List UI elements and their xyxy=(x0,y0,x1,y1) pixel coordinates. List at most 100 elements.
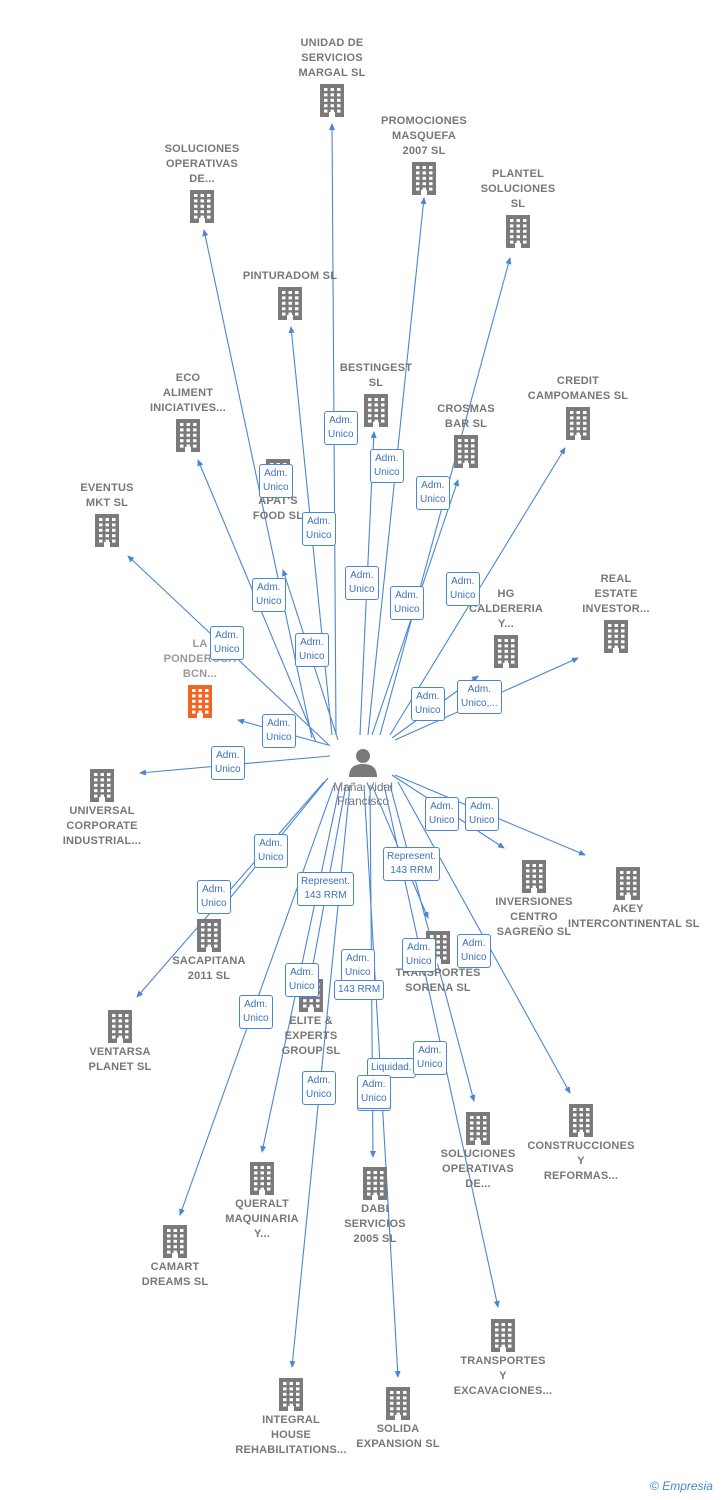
company-name-line: VENTARSA xyxy=(89,1046,151,1058)
relationship-label[interactable]: Adm.Unico,... xyxy=(457,680,502,714)
building-icon xyxy=(491,1319,515,1352)
company-name-line: PINTURADOM SL xyxy=(242,270,338,282)
company-name-line: REHABILITATIONS... xyxy=(235,1444,347,1456)
relationship-label[interactable]: Adm.Unico xyxy=(324,411,358,445)
relationship-label[interactable]: Adm.Unico xyxy=(390,586,424,620)
relationship-label-line: Adm. xyxy=(257,582,281,593)
relationship-label-line: Unico xyxy=(417,1059,443,1070)
relationship-label[interactable]: Liquidad. xyxy=(367,1058,416,1078)
relationship-label[interactable]: Adm.Unico xyxy=(254,834,288,868)
building-icon xyxy=(363,1167,387,1200)
relationship-label[interactable]: Adm.Unico xyxy=(411,687,445,721)
building-icon xyxy=(604,620,628,653)
relationship-label-line: Unico xyxy=(349,584,375,595)
relationship-label[interactable]: Adm.Unico xyxy=(197,880,231,914)
company-name-line: INTEGRAL xyxy=(262,1414,320,1426)
relationship-label[interactable]: Adm.Unico xyxy=(465,797,499,831)
relationship-label-line: 143 RRM xyxy=(304,890,347,901)
building-icon xyxy=(95,514,119,547)
company-name: PINTURADOM SL xyxy=(230,269,350,284)
company-name-line: INVERSIONES xyxy=(495,896,573,908)
company-name-line: TRANSPORTES xyxy=(460,1355,546,1367)
relationship-label[interactable]: Adm.Unico xyxy=(425,797,459,831)
relationship-label-line: Adm. xyxy=(462,938,486,949)
relationship-label-line: 143 RRM xyxy=(338,984,381,995)
person-node[interactable]: Maña Vidal Francisco xyxy=(308,744,418,808)
company-name-line: MAQUINARIA xyxy=(225,1213,299,1225)
relationship-label-line: Unico xyxy=(256,596,282,607)
relationship-label[interactable]: Adm.Unico xyxy=(302,1071,336,1105)
relationship-label[interactable]: Adm.Unico xyxy=(239,995,273,1029)
company-name-line: INICIATIVES... xyxy=(150,402,226,414)
company-name-line: REAL xyxy=(600,573,632,585)
relationship-label[interactable]: Adm.Unico xyxy=(357,1075,391,1109)
footer-brand[interactable]: © Empresia xyxy=(650,1479,713,1493)
relationship-label-line: Adm. xyxy=(416,691,440,702)
relationship-label-line: Unico xyxy=(361,1093,387,1104)
company-name-line: UNIDAD DE xyxy=(300,37,364,49)
relationship-label[interactable]: Adm.Unico xyxy=(345,566,379,600)
relationship-label-line: Unico xyxy=(374,467,400,478)
relationship-label[interactable]: Adm. Unico xyxy=(252,578,286,612)
relationship-label[interactable]: 143 RRM xyxy=(334,980,385,1000)
relationship-label[interactable]: Represent.143 RRM xyxy=(383,847,440,881)
relationship-label[interactable]: Adm.Unico xyxy=(370,449,404,483)
relationship-label-line: Unico xyxy=(299,651,325,662)
relationship-label[interactable]: Adm.Unico xyxy=(302,512,336,546)
relationship-label[interactable]: Represent.143 RRM xyxy=(297,872,354,906)
relationship-label[interactable]: Adm.Unico xyxy=(413,1041,447,1075)
relationship-label-line: Unico xyxy=(263,482,289,493)
relationship-label[interactable]: Adm.Unico xyxy=(457,934,491,968)
relationship-label[interactable]: Adm.Unico xyxy=(259,464,293,498)
relationship-label[interactable]: Adm.Unico xyxy=(210,626,244,660)
company-name-line: LA xyxy=(192,638,208,650)
company-node[interactable]: PINTURADOM SL xyxy=(230,269,350,322)
building-icon xyxy=(494,635,518,668)
company-name-line: Y xyxy=(577,1155,585,1167)
copyright-symbol: © xyxy=(650,1479,659,1493)
relationship-label-line: Liquidad. xyxy=(371,1062,412,1073)
relationship-label[interactable]: Adm.Unico xyxy=(402,938,436,972)
company-name-line: CONSTRUCCIONES xyxy=(527,1140,635,1152)
company-name-line: EXPERTS xyxy=(284,1030,338,1042)
relationship-label[interactable]: Adm.Unico xyxy=(446,572,480,606)
building-icon xyxy=(566,407,590,440)
company-name-line: EVENTUS xyxy=(80,482,134,494)
relationship-label[interactable]: Adm.Unico xyxy=(285,963,319,997)
relationship-label[interactable]: Adm.Unico xyxy=(416,476,450,510)
company-name-line: GROUP SL xyxy=(281,1045,341,1057)
relationship-label[interactable]: Adm.Unico xyxy=(211,746,245,780)
relationship-label[interactable]: Adm.Unico xyxy=(262,714,296,748)
company-name-line: SL xyxy=(368,377,384,389)
company-name-line: CORPORATE xyxy=(66,820,138,832)
relationship-label[interactable]: Adm.Unico xyxy=(295,633,329,667)
relationship-label[interactable]: Adm.Unico xyxy=(341,949,375,983)
